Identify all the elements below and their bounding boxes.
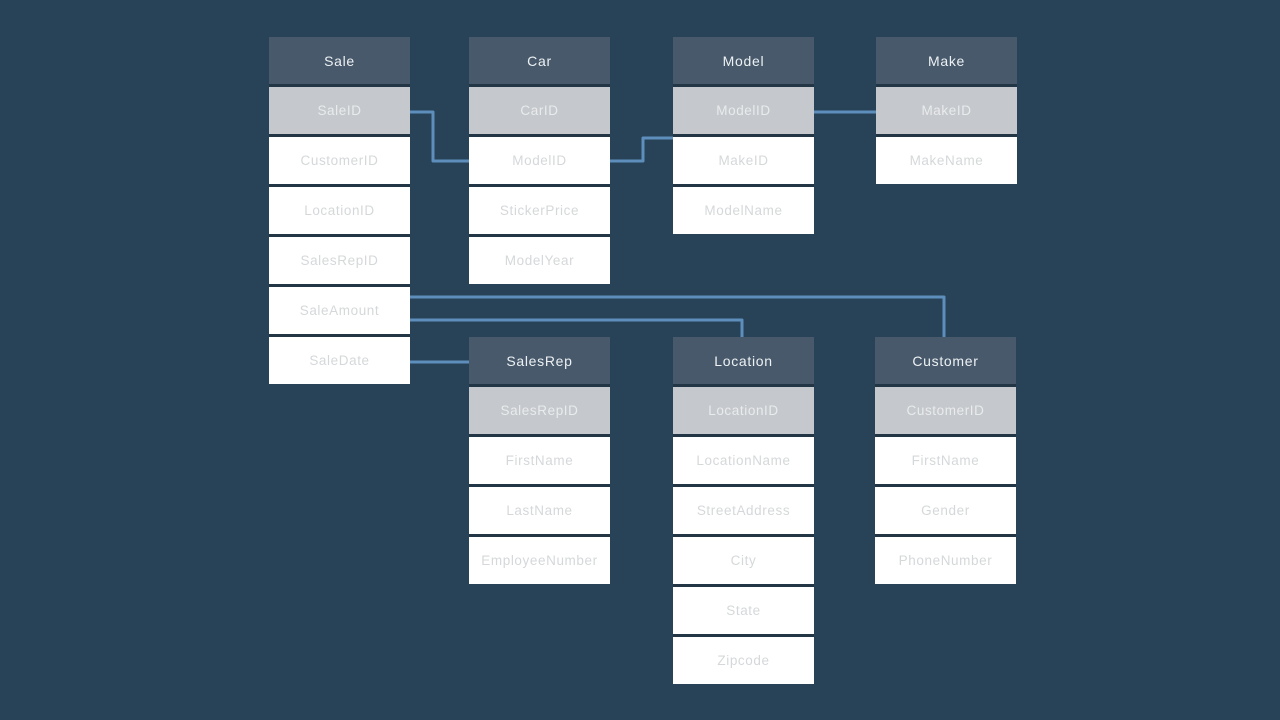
primary-key-row: CustomerID <box>875 387 1016 434</box>
field-row: LocationName <box>673 437 814 484</box>
table-title-model: Model <box>673 37 814 84</box>
connector-sale-saleid-to-car-modelid <box>410 110 469 163</box>
field-row: MakeID <box>673 137 814 184</box>
field-row: CustomerID <box>269 137 410 184</box>
primary-key-row: MakeID <box>876 87 1017 134</box>
field-row: ModelYear <box>469 237 610 284</box>
field-row: MakeName <box>876 137 1017 184</box>
field-row: FirstName <box>875 437 1016 484</box>
field-row: PhoneNumber <box>875 537 1016 584</box>
field-row: ModelID <box>469 137 610 184</box>
field-row: ModelName <box>673 187 814 234</box>
connector-car-modelid-to-model <box>610 136 673 163</box>
table-title-sale: Sale <box>269 37 410 84</box>
field-row: Gender <box>875 487 1016 534</box>
field-row: State <box>673 587 814 634</box>
field-row: Zipcode <box>673 637 814 684</box>
primary-key-row: CarID <box>469 87 610 134</box>
primary-key-row: ModelID <box>673 87 814 134</box>
table-title-make: Make <box>876 37 1017 84</box>
field-row: FirstName <box>469 437 610 484</box>
field-row: EmployeeNumber <box>469 537 610 584</box>
field-row: StreetAddress <box>673 487 814 534</box>
field-row: SaleAmount <box>269 287 410 334</box>
field-row: LastName <box>469 487 610 534</box>
primary-key-row: SaleID <box>269 87 410 134</box>
table-title-salesrep: SalesRep <box>469 337 610 384</box>
field-row: City <box>673 537 814 584</box>
table-title-location: Location <box>673 337 814 384</box>
field-row: SaleDate <box>269 337 410 384</box>
field-row: LocationID <box>269 187 410 234</box>
field-row: SalesRepID <box>269 237 410 284</box>
connector-sale-to-customer <box>410 295 946 342</box>
table-title-customer: Customer <box>875 337 1016 384</box>
connector-sale-to-location <box>410 318 744 342</box>
primary-key-row: SalesRepID <box>469 387 610 434</box>
primary-key-row: LocationID <box>673 387 814 434</box>
field-row: StickerPrice <box>469 187 610 234</box>
table-title-car: Car <box>469 37 610 84</box>
